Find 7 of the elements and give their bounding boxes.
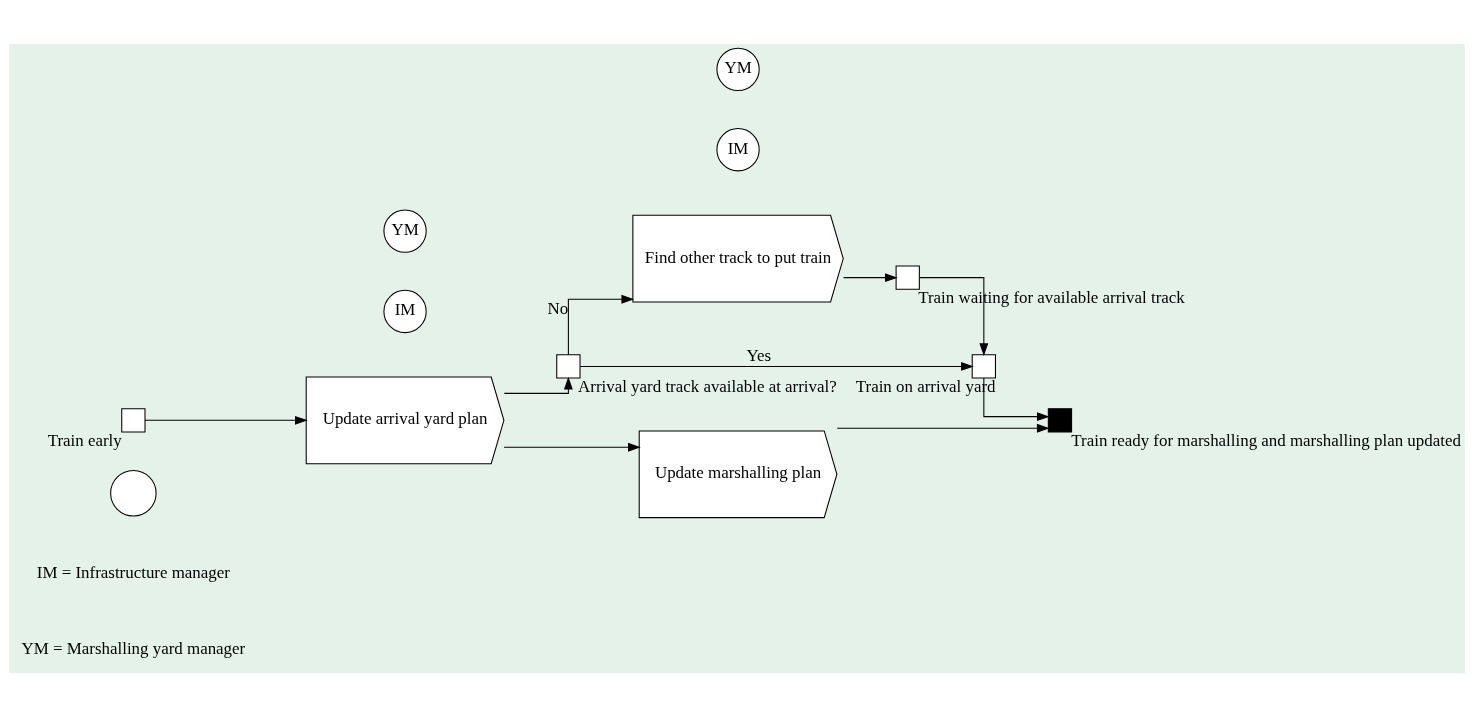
edge-label: No xyxy=(546,298,568,318)
edge-label: Yes xyxy=(746,345,771,365)
node-label: Train early xyxy=(47,430,122,450)
node-label: Train ready for marshalling and marshalling plan updated xyxy=(1070,430,1461,450)
legend-label: YM = Marshalling yard manager xyxy=(21,638,245,658)
node-label: Arrival yard track available at arrival? xyxy=(577,376,837,396)
legend-label: IM = Infrastructure manager xyxy=(36,562,230,582)
